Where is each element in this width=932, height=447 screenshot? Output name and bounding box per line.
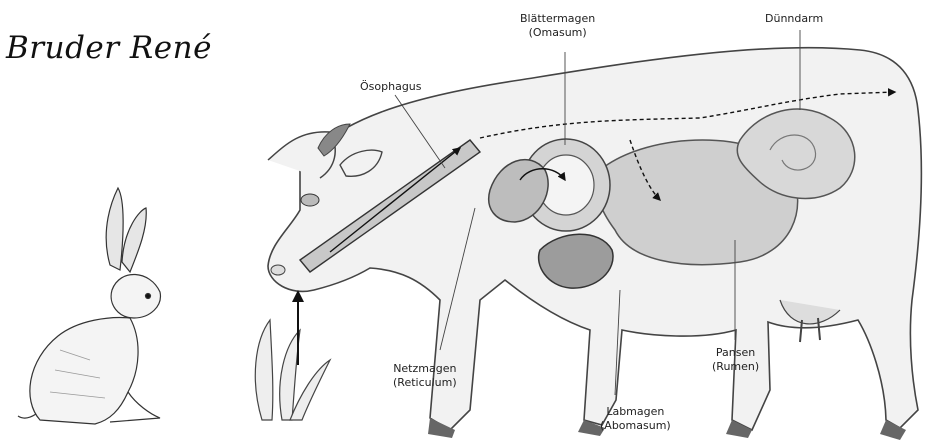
label-abomasum: Labmagen (Abomasum) — [600, 405, 671, 433]
hare-illustration — [18, 188, 160, 424]
label-abomasum-line2: (Abomasum) — [600, 419, 671, 433]
label-omasum-line1: Blättermagen — [520, 12, 595, 26]
label-duenndarm: Dünndarm — [765, 12, 823, 26]
label-reticulum-line2: (Reticulum) — [393, 376, 457, 390]
label-omasum: Blättermagen (Omasum) — [520, 12, 595, 40]
grass-illustration — [255, 320, 330, 420]
label-reticulum: Netzmagen (Reticulum) — [393, 362, 457, 390]
label-rumen-line1: Pansen — [712, 346, 759, 360]
label-omasum-line2: (Omasum) — [520, 26, 595, 40]
label-abomasum-line1: Labmagen — [600, 405, 671, 419]
label-rumen: Pansen (Rumen) — [712, 346, 759, 374]
label-reticulum-line1: Netzmagen — [393, 362, 457, 376]
label-rumen-line2: (Rumen) — [712, 360, 759, 374]
label-oesophagus: Ösophagus — [360, 80, 422, 94]
